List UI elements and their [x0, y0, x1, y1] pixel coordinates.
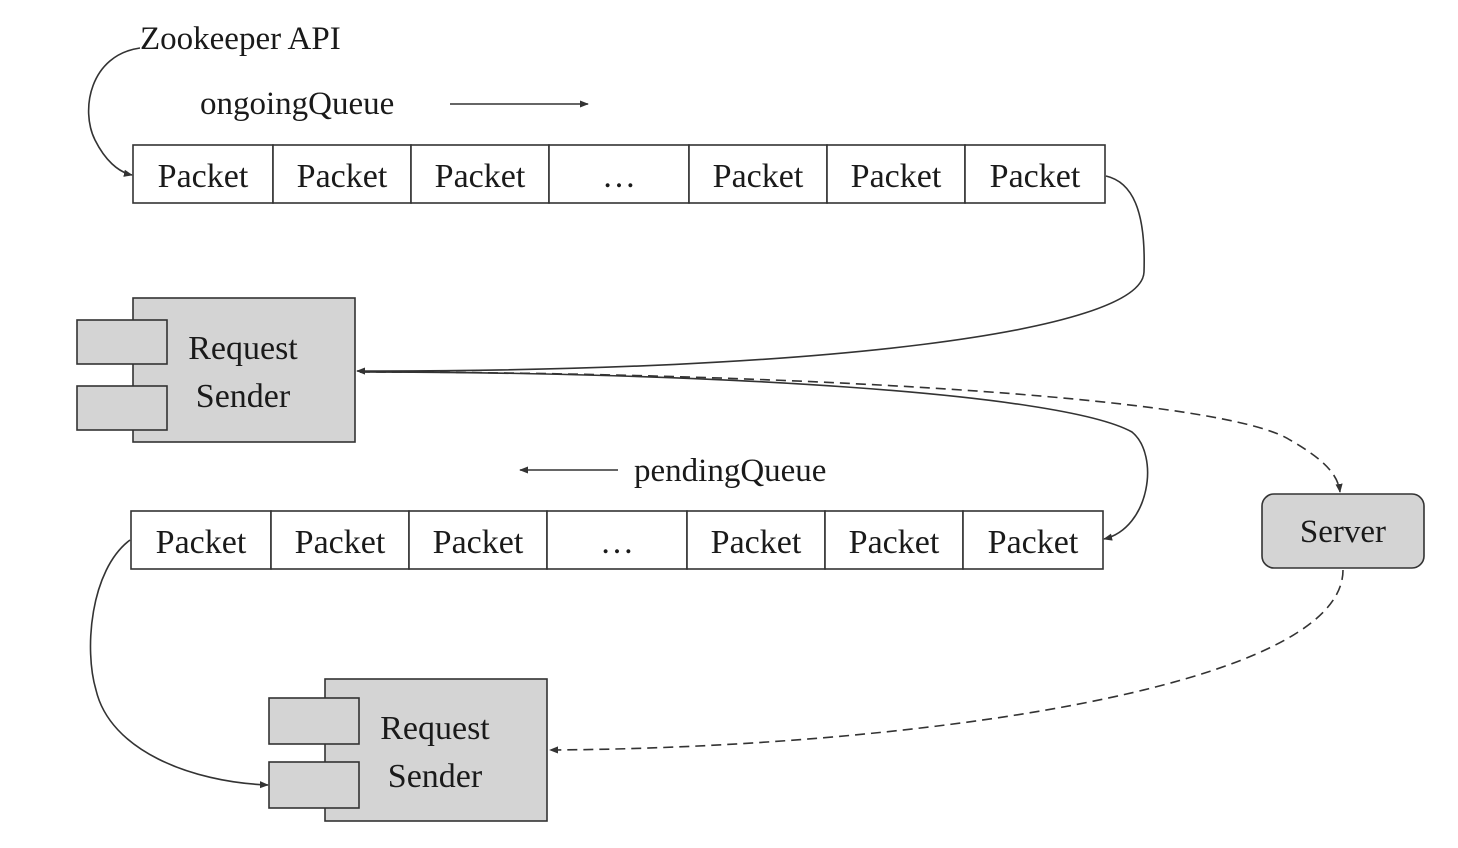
request-sender-top-port-upper: [76, 319, 168, 365]
sender-to-pending-queue-arrow: [359, 371, 1149, 541]
pending-queue-packet-label: Packet: [988, 524, 1079, 561]
request-sender-top-line1: Request: [188, 330, 298, 367]
server-to-sender-dashed-arrow: [549, 569, 1344, 754]
ongoing-queue-ellipsis-label: …: [602, 158, 636, 195]
ongoing-queue-packet-cell: [132, 144, 274, 204]
pending-queue-packet-label: Packet: [156, 524, 247, 561]
request-sender-bottom-port-upper: [268, 697, 360, 745]
request-sender-top: Request Sender: [76, 297, 356, 443]
ongoing-queue-to-sender-arrow: [356, 175, 1145, 375]
pending-queue-ellipsis-cell: [546, 510, 688, 570]
ongoing-queue-packet-cell: [410, 144, 550, 204]
request-sender-bottom-line2: Sender: [388, 758, 483, 795]
pending-queue-packet-label: Packet: [433, 524, 524, 561]
ongoing-queue-label: ongoingQueue: [200, 86, 394, 122]
ongoing-queue-packet-label: Packet: [297, 158, 388, 195]
request-sender-bottom-port-lower: [268, 761, 360, 809]
request-sender-bottom-body: [324, 678, 548, 822]
pending-queue-packet-cell: [130, 510, 272, 570]
request-sender-top-port-lower: [76, 385, 168, 431]
ongoing-queue-packet-label: Packet: [713, 158, 804, 195]
request-sender-top-line2: Sender: [196, 378, 291, 415]
server-label: Server: [1300, 514, 1386, 550]
server-box: [1261, 493, 1425, 569]
pending-queue-packet-cell: [408, 510, 548, 570]
pending-queue: Packet Packet Packet … Packet Packet Packet: [130, 510, 1104, 570]
ongoing-queue-packet-label: Packet: [990, 158, 1081, 195]
sender-to-server-dashed-arrow: [359, 371, 1343, 493]
ongoing-queue-packet-label: Packet: [158, 158, 249, 195]
ongoing-queue-packet-cell: [272, 144, 412, 204]
pending-queue-packet-label: Packet: [711, 524, 802, 561]
server-node: Server: [1261, 493, 1425, 569]
ongoing-queue: Packet Packet Packet … Packet Packet Packet: [132, 144, 1106, 204]
pending-queue-packet-label: Packet: [849, 524, 940, 561]
pending-queue-packet-label: Packet: [295, 524, 386, 561]
ongoing-queue-packet-label: Packet: [851, 158, 942, 195]
ongoing-queue-packet-cell: [826, 144, 966, 204]
pending-queue-packet-cell: [686, 510, 826, 570]
pending-queue-label: pendingQueue: [634, 453, 826, 489]
ongoing-queue-packet-cell: [964, 144, 1106, 204]
request-sender-top-body: [132, 297, 356, 443]
pending-queue-packet-cell: [824, 510, 964, 570]
api-to-ongoing-queue-arrow: [87, 47, 141, 177]
pending-queue-packet-cell: [270, 510, 410, 570]
ongoing-queue-packet-label: Packet: [435, 158, 526, 195]
ongoing-queue-ellipsis-cell: [548, 144, 690, 204]
request-sender-bottom: Request Sender: [268, 678, 548, 822]
pending-queue-ellipsis-label: …: [600, 524, 634, 561]
pending-queue-packet-cell: [962, 510, 1104, 570]
request-sender-bottom-line1: Request: [380, 710, 490, 747]
api-label: Zookeeper API: [140, 21, 341, 57]
pending-queue-to-sender-arrow: [89, 539, 269, 789]
